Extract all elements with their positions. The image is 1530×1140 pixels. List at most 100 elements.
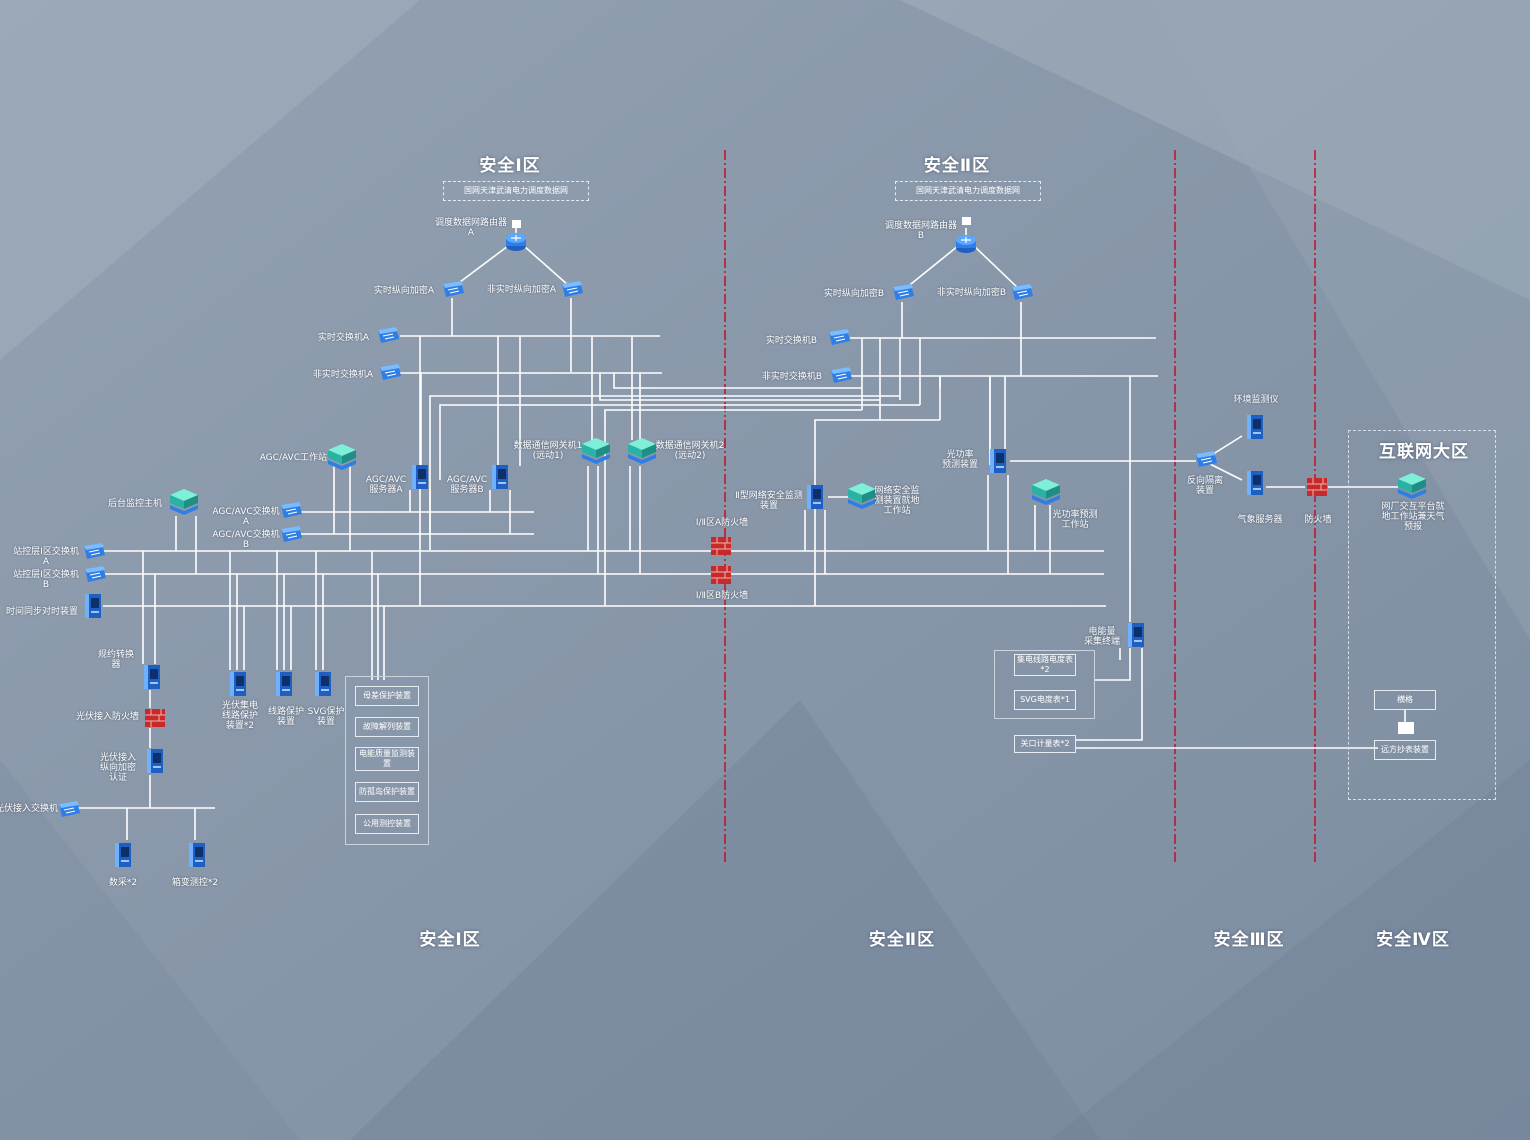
power-prediction-ws-label: 光功率预测 工作站 xyxy=(1052,510,1098,530)
svg-protection-label: SVG保护 装置 xyxy=(307,707,345,727)
station-switch-a-label: 站控层Ⅰ区交换机 A xyxy=(13,547,79,567)
cross-box[interactable]: 横格 xyxy=(1374,690,1436,710)
nrt-encryption-a-label: 非实时纵向加密A xyxy=(486,285,556,295)
switch-icon[interactable] xyxy=(830,366,853,384)
switch-icon[interactable] xyxy=(1011,283,1034,301)
workstation-icon[interactable] xyxy=(628,438,656,464)
anti-islanding-box[interactable]: 防孤岛保护装置 xyxy=(355,782,419,802)
remote-meter-box[interactable]: 远方抄表装置 xyxy=(1374,740,1436,760)
internet-zone-title: 互联网大区 xyxy=(1379,442,1469,462)
router-a-label: 调度数据网路由器 A xyxy=(434,218,508,238)
data-collector-label: 数采*2 xyxy=(108,878,138,888)
net-security-ws-label: 网络安全监 测装置就地 工作站 xyxy=(874,486,920,516)
busbar-protection-box[interactable]: 母差保护装置 xyxy=(355,686,419,706)
power-prediction-label: 光功率 预测装置 xyxy=(941,450,979,470)
fault-splitting-box[interactable]: 故障解列装置 xyxy=(355,717,419,737)
server-icon[interactable] xyxy=(1247,471,1263,495)
platform-ws-label: 网厂交互平台就 地工作站兼天气 预报 xyxy=(1381,502,1445,532)
zone-footer-3: 安全Ⅲ区 xyxy=(1213,930,1285,950)
agc-switch-b-label: AGC/AVC交换机 B xyxy=(212,530,280,550)
server-icon[interactable] xyxy=(189,843,205,867)
server-icon[interactable] xyxy=(412,465,428,489)
switch-icon[interactable] xyxy=(58,800,81,818)
rt-encryption-b-label: 实时纵向加密B xyxy=(823,289,884,299)
zone-footer-1: 安全Ⅰ区 xyxy=(419,930,481,950)
server-icon[interactable] xyxy=(990,449,1006,473)
server-icon[interactable] xyxy=(276,672,292,696)
time-sync-label: 时间同步对时装置 xyxy=(5,607,78,617)
background-host-label: 后台监控主机 xyxy=(107,499,162,509)
switch-icon[interactable] xyxy=(377,326,400,344)
connection-lines xyxy=(78,228,1406,840)
meter-panel xyxy=(994,650,1095,719)
gateway-meter-box[interactable]: 关口计量表*2 xyxy=(1014,735,1076,753)
workstation-icon[interactable] xyxy=(328,444,356,470)
cross-connector-icon xyxy=(1398,722,1414,734)
pv-line-protection-label: 光伏集电 线路保护 装置*2 xyxy=(221,701,259,731)
firewall-icon[interactable] xyxy=(1306,477,1328,497)
common-control-box[interactable]: 公用测控装置 xyxy=(355,814,419,834)
workstation-icon[interactable] xyxy=(848,483,876,509)
switch-icon[interactable] xyxy=(84,565,107,583)
switch-icon[interactable] xyxy=(83,542,106,560)
rt-encryption-a-label: 实时纵向加密A xyxy=(373,286,434,296)
workstation-icon[interactable] xyxy=(170,489,198,515)
dispatch-network-box-b: 国网天津武清电力调度数据网 xyxy=(895,181,1041,201)
server-icon[interactable] xyxy=(492,465,508,489)
svg-meter-box[interactable]: SVG电度表*1 xyxy=(1014,690,1076,710)
switch-icon[interactable] xyxy=(280,525,303,543)
router-icon[interactable] xyxy=(955,217,977,254)
switch-icon[interactable] xyxy=(280,501,303,519)
pv-firewall-label: 光伏接入防火墙 xyxy=(75,712,139,722)
agc-workstation-label: AGC/AVC工作站 xyxy=(259,453,327,463)
switch-icon[interactable] xyxy=(379,363,402,381)
switch-icon[interactable] xyxy=(1195,450,1218,468)
env-monitor-label: 环境监测仪 xyxy=(1233,395,1279,405)
switch-icon[interactable] xyxy=(828,328,851,346)
server-icon[interactable] xyxy=(1247,415,1263,439)
server-icon[interactable] xyxy=(144,665,160,689)
server-icon[interactable] xyxy=(315,672,331,696)
power-quality-box[interactable]: 电能质量监测装 置 xyxy=(355,747,419,771)
switch-icon[interactable] xyxy=(892,283,915,301)
firewall-icon[interactable] xyxy=(710,536,732,556)
workstation-icon[interactable] xyxy=(1032,479,1060,505)
server-icon[interactable] xyxy=(1128,623,1144,647)
dispatch-network-box-a: 国网天津武清电力调度数据网 xyxy=(443,181,589,201)
pv-auth-label: 光伏接入 纵向加密 认证 xyxy=(99,753,137,783)
line-meter-box[interactable]: 集电线路电度表 *2 xyxy=(1014,654,1076,676)
reverse-isolation-label: 反向隔离 装置 xyxy=(1186,476,1224,496)
router-b-label: 调度数据网路由器 B xyxy=(884,221,958,241)
rt-switch-b-label: 实时交换机B xyxy=(765,336,817,346)
protection-devices-panel xyxy=(345,676,429,845)
firewall-a-label: Ⅰ/Ⅱ区A防火墙 xyxy=(695,518,749,528)
zone-footer-2: 安全Ⅱ区 xyxy=(868,930,936,950)
server-icon[interactable] xyxy=(807,485,823,509)
agc-switch-a-label: AGC/AVC交换机 A xyxy=(212,507,280,527)
pv-switch-label: 光伏接入交换机 xyxy=(0,804,58,814)
net-security-device-label: Ⅱ型网络安全监测 装置 xyxy=(735,491,803,511)
weather-server-label: 气象服务器 xyxy=(1237,515,1283,525)
zone-title-2: 安全Ⅱ区 xyxy=(923,156,991,176)
protocol-converter-label: 规约转换 器 xyxy=(97,650,135,670)
switch-icon[interactable] xyxy=(442,280,465,298)
gateway-2-label: 数据通信网关机2 (远动2) xyxy=(655,441,725,461)
server-icon[interactable] xyxy=(147,749,163,773)
box-control-label: 箱变测控*2 xyxy=(171,878,219,888)
zone-divider xyxy=(724,150,1316,862)
nrt-encryption-b-label: 非实时纵向加密B xyxy=(936,288,1006,298)
nrt-switch-b-label: 非实时交换机B xyxy=(761,372,822,382)
line-protection-label: 线路保护 装置 xyxy=(267,707,305,727)
gateway-1-label: 数据通信网关机1 (远动1) xyxy=(513,441,583,461)
firewall-icon[interactable] xyxy=(144,708,166,728)
server-icon[interactable] xyxy=(85,594,101,618)
server-icon[interactable] xyxy=(115,843,131,867)
nrt-switch-a-label: 非实时交换机A xyxy=(312,370,373,380)
server-icon[interactable] xyxy=(230,672,246,696)
router-icon[interactable] xyxy=(505,220,527,252)
agc-server-b-label: AGC/AVC 服务器B xyxy=(446,475,488,495)
firewall-icon[interactable] xyxy=(710,565,732,585)
energy-terminal-label: 电能量 采集终端 xyxy=(1083,627,1121,647)
firewall-3-label: 防火墙 xyxy=(1304,515,1332,525)
